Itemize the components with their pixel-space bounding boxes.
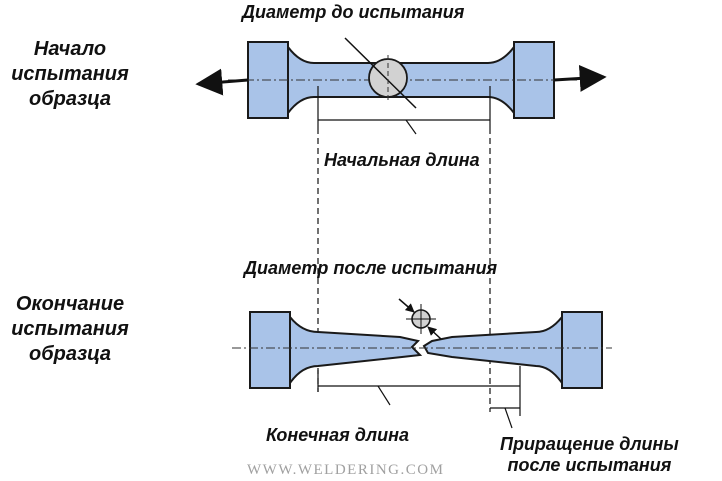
elongation-label: Приращение длины после испытания: [500, 434, 679, 476]
diameter-after-label: Диаметр после испытания: [244, 258, 498, 278]
stage-start-label: Начало испытания образца: [0, 37, 140, 112]
elongation-line-1: Приращение длины: [500, 434, 679, 454]
diameter-leader-after-top: [398, 298, 415, 313]
diameter-before-label: Диаметр до испытания: [242, 2, 465, 22]
specimen-after-test: [249, 311, 603, 389]
elongation-line-2: после испытания: [507, 455, 672, 475]
pull-arrow-right: [553, 64, 607, 92]
watermark: WWW.WELDERING.COM: [247, 462, 445, 478]
stage-end-line-1: Окончание: [15, 293, 125, 315]
left-grip-after: [249, 311, 291, 389]
pull-arrow-left: [195, 68, 249, 96]
stage-start-line-2: испытания: [11, 63, 129, 85]
initial-length-dimension: [317, 86, 491, 135]
broken-half-left: [289, 314, 423, 387]
elongation-dimension: [490, 407, 520, 429]
initial-length-label: Начальная длина: [324, 150, 480, 170]
broken-half-right: [422, 314, 563, 387]
stage-end-line-2: испытания: [11, 318, 129, 340]
stage-end-label: Окончание испытания образца: [0, 292, 140, 367]
diameter-leader-after-bottom: [427, 326, 442, 340]
stage-start-line-3: образца: [29, 88, 111, 110]
stage-end-line-3: образца: [29, 343, 111, 365]
diameter-leader-before: [344, 37, 417, 109]
stage-start-line-1: Начало: [33, 38, 107, 60]
right-grip-after: [561, 311, 603, 389]
final-length-label: Конечная длина: [266, 425, 409, 445]
